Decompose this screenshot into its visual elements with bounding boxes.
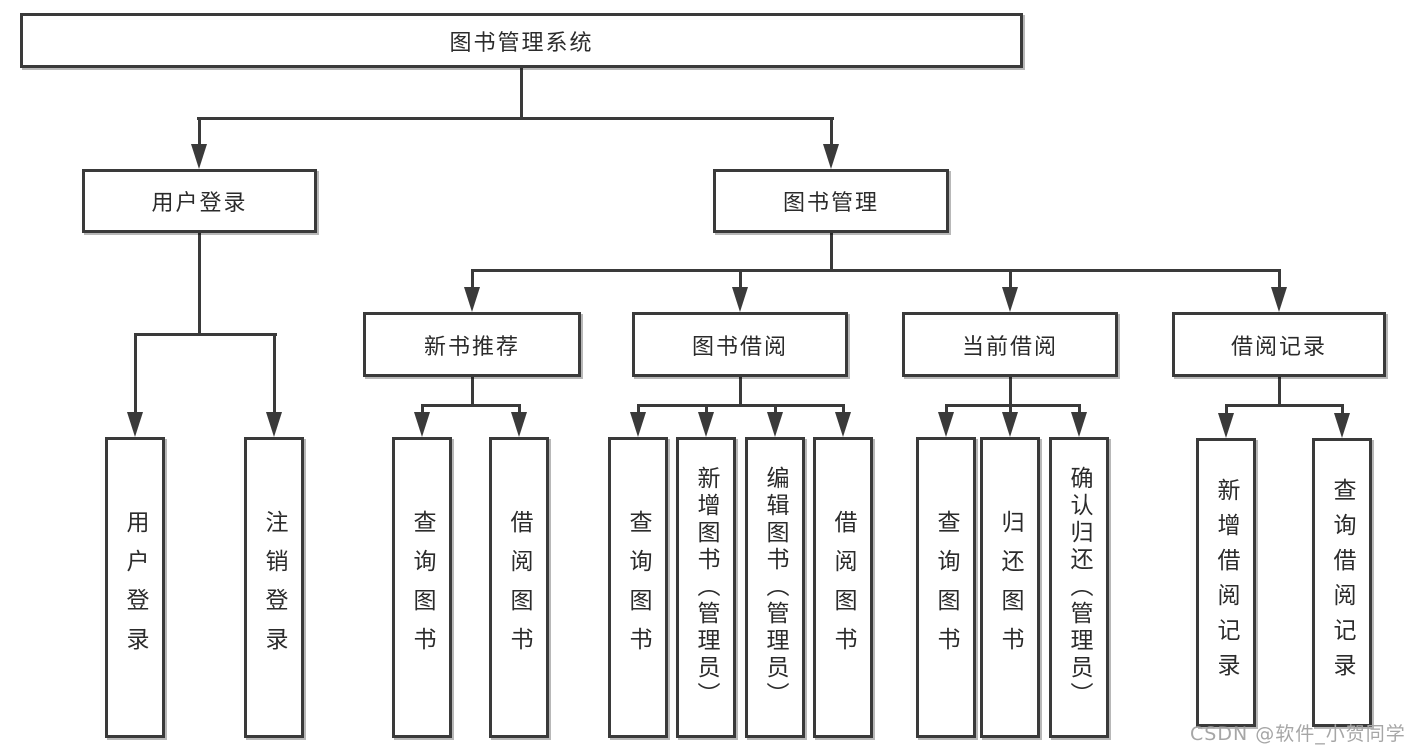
arrow-to-leaf-logout-icon — [266, 412, 282, 437]
arrow-cb-leaf1-icon — [938, 412, 954, 437]
arrow-to-user-login-icon — [191, 144, 207, 169]
edge-br-leaf1-shaft — [1225, 404, 1228, 413]
edge-borrow-records-stem — [1278, 377, 1281, 407]
leaf-bb-borrow-books-label: 借阅图书 — [830, 509, 856, 666]
edge-cb-leaf3-shaft — [1078, 404, 1081, 412]
node-book-borrow-label: 图书借阅 — [691, 334, 788, 360]
leaf-nb-query-books-label: 查询图书 — [409, 509, 435, 666]
leaf-cb-confirm-return-admin-label: 确认归还（管理员） — [1066, 466, 1092, 709]
edge-to-leaf-login-shaft — [134, 333, 137, 412]
arrow-to-current-borrow-icon — [1002, 287, 1018, 312]
leaf-br-query-record: 查询借阅记录 — [1312, 438, 1372, 727]
leaf-user-login: 用户登录 — [105, 437, 165, 738]
edge-bb-leaf2-shaft — [705, 404, 708, 412]
node-book-management-label: 图书管理 — [782, 191, 879, 216]
edge-to-book-borrow-shaft — [739, 269, 742, 287]
node-book-borrow: 图书借阅 — [632, 312, 848, 377]
arrow-to-leaf-login-icon — [127, 412, 143, 437]
edge-current-borrow-branch — [945, 404, 1081, 407]
leaf-br-add-record-label: 新增借阅记录 — [1213, 477, 1239, 688]
edge-book-management-stem — [830, 233, 833, 272]
edge-current-borrow-stem — [1009, 377, 1012, 407]
arrow-bb-leaf1-icon — [630, 412, 646, 437]
edge-br-leaf2-shaft — [1341, 404, 1344, 413]
leaf-cb-query-books: 查询图书 — [916, 437, 976, 738]
edge-user-login-stem — [198, 233, 201, 336]
leaf-cb-return-books: 归还图书 — [980, 437, 1040, 738]
edge-book-management-branch — [471, 269, 1281, 272]
edge-new-books-branch — [421, 404, 521, 407]
leaf-cb-return-books-label: 归还图书 — [997, 509, 1023, 666]
node-book-management: 图书管理 — [713, 169, 949, 233]
edge-book-borrow-branch — [637, 404, 845, 407]
leaf-br-query-record-label: 查询借阅记录 — [1329, 477, 1355, 688]
edge-to-borrow-records-shaft — [1278, 269, 1281, 287]
leaf-bb-edit-books-admin-label: 编辑图书（管理员） — [762, 466, 788, 709]
leaf-nb-borrow-books: 借阅图书 — [489, 437, 549, 738]
leaf-bb-query-books: 查询图书 — [608, 437, 668, 738]
arrow-to-book-borrow-icon — [732, 287, 748, 312]
node-new-book-recommend-label: 新书推荐 — [423, 334, 520, 360]
arrow-cb-leaf3-icon — [1071, 412, 1087, 437]
node-new-book-recommend: 新书推荐 — [363, 312, 581, 377]
node-user-login-label: 用户登录 — [151, 191, 248, 216]
edge-borrow-records-branch — [1225, 404, 1344, 407]
edge-root-branch — [197, 117, 834, 120]
leaf-bb-add-books-admin: 新增图书（管理员） — [676, 437, 736, 738]
node-current-borrow-label: 当前借阅 — [961, 334, 1058, 360]
leaf-bb-query-books-label: 查询图书 — [625, 509, 651, 666]
leaf-logout: 注销登录 — [244, 437, 304, 738]
arrow-bb-leaf2-icon — [698, 412, 714, 437]
leaf-cb-query-books-label: 查询图书 — [933, 509, 959, 666]
node-root: 图书管理系统 — [20, 13, 1023, 68]
arrow-nb-leaf1-icon — [414, 412, 430, 437]
arrow-cb-leaf2-icon — [1002, 412, 1018, 437]
edge-book-borrow-stem — [739, 377, 742, 407]
leaf-logout-label: 注销登录 — [261, 509, 287, 666]
arrow-br-leaf1-icon — [1218, 413, 1234, 438]
edge-to-new-books-shaft — [471, 269, 474, 287]
arrow-nb-leaf2-icon — [511, 412, 527, 437]
arrow-to-book-management-icon — [823, 144, 839, 169]
leaf-user-login-label: 用户登录 — [122, 509, 148, 666]
edge-user-login-branch — [134, 333, 277, 336]
edge-to-current-borrow-shaft — [1009, 269, 1012, 287]
leaf-br-add-record: 新增借阅记录 — [1196, 438, 1256, 727]
node-borrow-records-label: 借阅记录 — [1230, 334, 1327, 360]
edge-to-leaf-logout-shaft — [273, 333, 276, 412]
edge-root-stem — [520, 68, 523, 119]
leaf-bb-borrow-books: 借阅图书 — [813, 437, 873, 738]
arrow-bb-leaf4-icon — [835, 412, 851, 437]
edge-bb-leaf1-shaft — [637, 404, 640, 412]
arrow-to-new-books-icon — [464, 287, 480, 312]
edge-nb-leaf1-shaft — [421, 404, 424, 412]
arrow-bb-leaf3-icon — [767, 412, 783, 437]
edge-new-books-stem — [471, 377, 474, 407]
edge-to-user-login-shaft — [198, 117, 201, 144]
edge-bb-leaf4-shaft — [842, 404, 845, 412]
edge-to-book-management-shaft — [830, 117, 833, 144]
leaf-bb-add-books-admin-label: 新增图书（管理员） — [693, 466, 719, 709]
edge-cb-leaf1-shaft — [945, 404, 948, 412]
node-borrow-records: 借阅记录 — [1172, 312, 1386, 377]
edge-nb-leaf2-shaft — [518, 404, 521, 412]
arrow-br-leaf2-icon — [1334, 413, 1350, 438]
csdn-watermark: CSDN @软件_小贺同学 — [1190, 723, 1405, 745]
leaf-bb-edit-books-admin: 编辑图书（管理员） — [745, 437, 805, 738]
arrow-to-borrow-records-icon — [1271, 287, 1287, 312]
node-user-login: 用户登录 — [82, 169, 317, 233]
edge-cb-leaf2-shaft — [1009, 404, 1012, 412]
leaf-cb-confirm-return-admin: 确认归还（管理员） — [1049, 437, 1109, 738]
leaf-nb-borrow-books-label: 借阅图书 — [506, 509, 532, 666]
leaf-nb-query-books: 查询图书 — [392, 437, 452, 738]
node-current-borrow: 当前借阅 — [902, 312, 1118, 377]
edge-bb-leaf3-shaft — [774, 404, 777, 412]
node-root-label: 图书管理系统 — [449, 30, 594, 56]
